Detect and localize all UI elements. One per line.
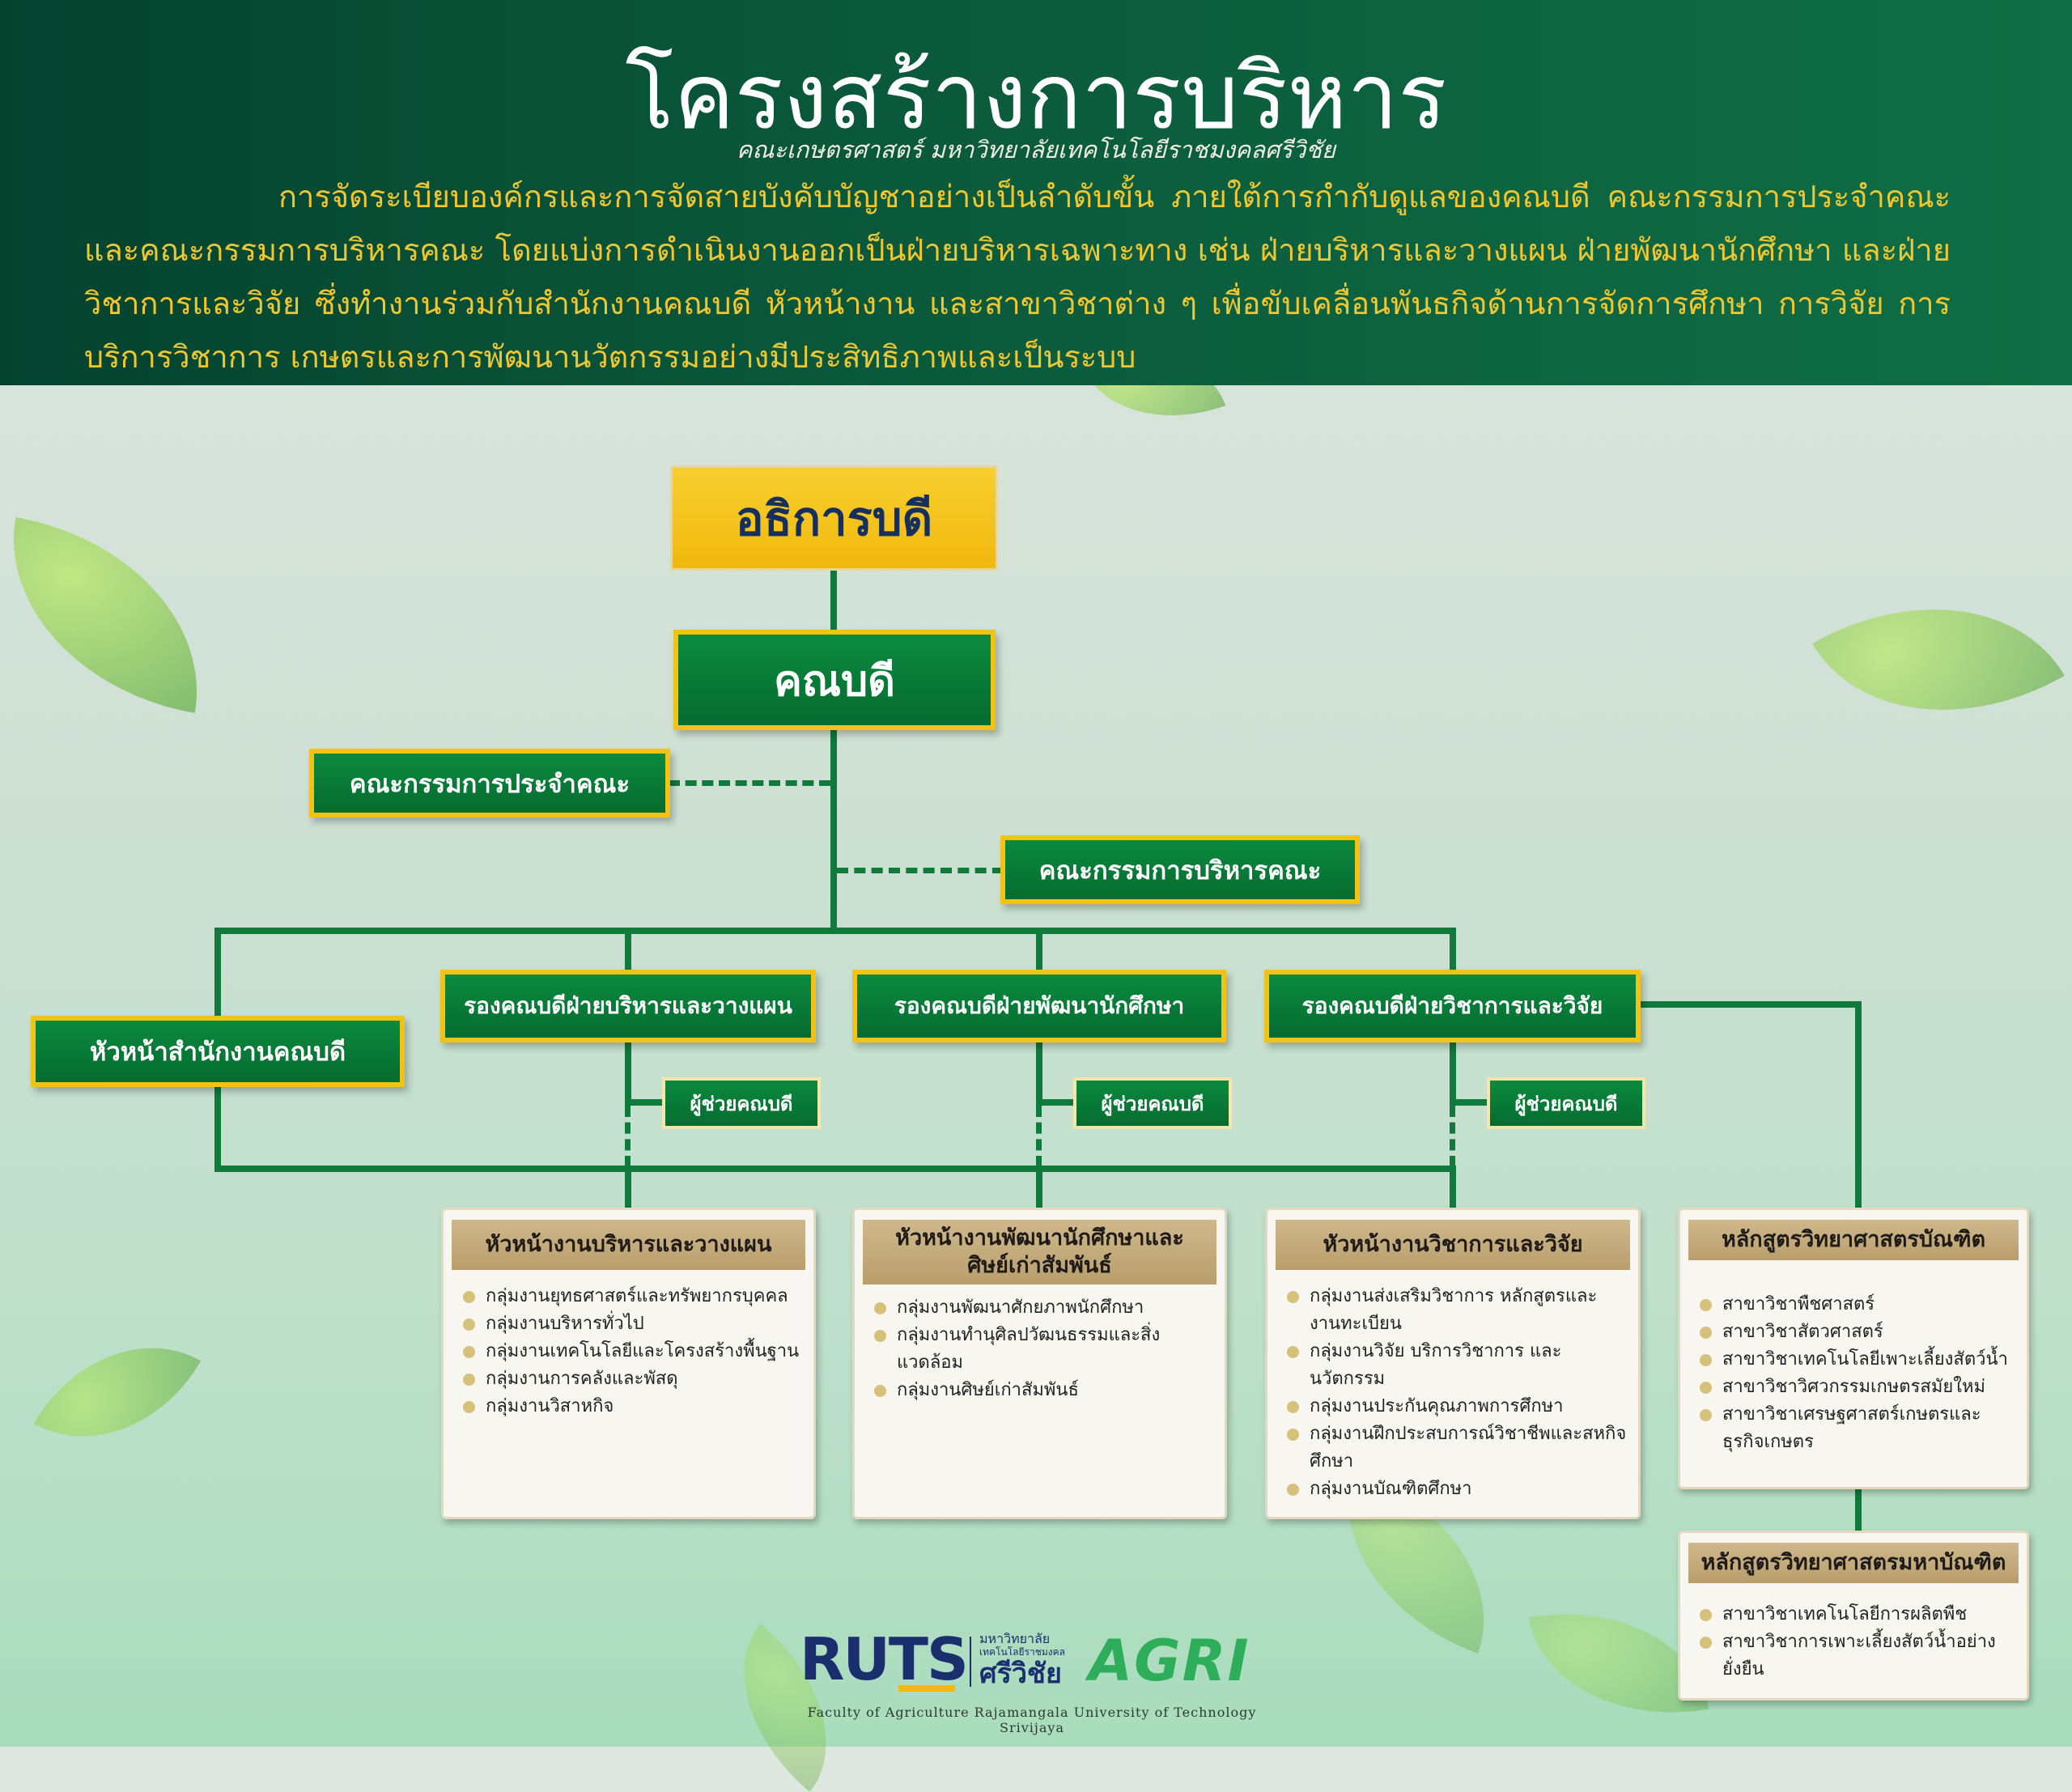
card-list: สาขาวิชาพืชศาสตร์ สาขาวิชาสัตวศาสตร์ สาข… [1698,1291,2015,1456]
connector-dashed [625,1106,631,1167]
list-item: กลุ่มงานพัฒนาศักยภาพนักศึกษา [873,1294,1213,1322]
list-item: กลุ่มงานยุทธศาสตร์และทรัพยากรบุคคล [461,1283,802,1310]
assistant-dean-box: ผู้ช่วยคณบดี [1487,1077,1645,1129]
card-admin-planning: หัวหน้างานบริหารและวางแผน กลุ่มงานยุทธศา… [441,1208,816,1519]
card-bachelor-program: หลักสูตรวิทยาศาสตรบัณฑิต สาขาวิชาพืชศาสต… [1678,1208,2029,1489]
vice-dean-admin-label: รองคณบดีฝ่ายบริหารและวางแผน [464,992,792,1019]
footer-caption: Faculty of Agriculture Rajamangala Unive… [807,1705,1257,1735]
list-item: กลุ่มงานส่งเสริมวิชาการ หลักสูตรและงานทะ… [1285,1283,1627,1338]
list-item: สาขาวิชาเทคโนโลยีเพาะเลี้ยงสัตว์น้ำ [1698,1346,2015,1374]
connector-dashed [1036,1106,1042,1167]
connector [214,928,1456,934]
assistant-dean-box: ผู้ช่วยคณบดี [1073,1077,1232,1129]
list-item: สาขาวิชาเทคโนโลยีการผลิตพืช [1698,1601,2015,1629]
connector-dashed [1450,1106,1455,1167]
vice-dean-admin-box: รองคณบดีฝ่ายบริหารและวางแผน [440,970,816,1043]
card-student-alumni: หัวหน้างานพัฒนานักศึกษาและศิษย์เก่าสัมพั… [852,1208,1227,1519]
connector [1855,1485,1862,1534]
connector [1639,1001,1862,1008]
president-box: อธิการบดี [670,465,998,571]
header-banner: โครงสร้างการบริหาร คณะเกษตรศาสตร์ มหาวิท… [0,0,2072,385]
agri-logo: AGRI [1089,1628,1250,1694]
card-title: หลักสูตรวิทยาศาสตรบัณฑิต [1688,1220,2019,1260]
card-list: สาขาวิชาเทคโนโลยีการผลิตพืช สาขาวิชาการเ… [1698,1601,2015,1684]
vice-dean-student-label: รองคณบดีฝ่ายพัฒนานักศึกษา [894,992,1185,1019]
list-item: กลุ่มงานทำนุศิลปวัฒนธรรมและสิ่งแวดล้อม [873,1322,1213,1377]
connector [1450,928,1456,971]
office-head-box: หัวหน้าสำนักงานคณบดี [31,1016,405,1087]
leaf-decoration [33,1304,202,1480]
executive-committee-box: คณะกรรมการบริหารคณะ [1000,835,1360,904]
list-item: สาขาวิชาวิศวกรรมเกษตรสมัยใหม่ [1698,1374,2015,1401]
card-list: กลุ่มงานยุทธศาสตร์และทรัพยากรบุคคล กลุ่ม… [461,1283,802,1420]
leaf-decoration [0,516,223,714]
list-item: กลุ่มงานบริหารทั่วไป [461,1310,802,1338]
assistant-dean-label: ผู้ช่วยคณบดี [1514,1092,1618,1115]
connector [830,728,837,931]
connector [625,1041,631,1106]
vice-dean-student-box: รองคณบดีฝ่ายพัฒนานักศึกษา [852,970,1226,1043]
dean-label: คณบดี [774,656,895,706]
president-label: อธิการบดี [735,490,933,546]
office-head-label: หัวหน้าสำนักงานคณบดี [89,1038,346,1067]
assistant-dean-label: ผู้ช่วยคณบดี [690,1092,793,1115]
connector [1039,1099,1076,1106]
logo-divider [970,1637,971,1687]
list-item: กลุ่มงานวิจัย บริการวิชาการ และนวัตกรรม [1285,1338,1627,1393]
connector [1036,1041,1042,1106]
list-item: กลุ่มงานเทคโนโลยีและโครงสร้างพื้นฐาน [461,1338,802,1365]
connector [628,1099,664,1106]
connector [214,1166,1456,1172]
connector [1036,928,1042,971]
card-academic-research: หัวหน้างานวิชาการและวิจัย กลุ่มงานส่งเสร… [1265,1208,1641,1519]
connector [625,928,631,971]
university-name-logo: มหาวิทยาลัย เทคโนโลยีราชมงคล ศรีวิชัย [979,1631,1065,1691]
connector-dashed [837,868,1004,873]
dean-box: คณบดี [673,630,996,730]
page-title: โครงสร้างการบริหาร [625,45,1447,150]
vice-dean-academic-box: รองคณบดีฝ่ายวิชาการและวิจัย [1264,970,1641,1043]
card-title: หัวหน้างานพัฒนานักศึกษาและศิษย์เก่าสัมพั… [863,1220,1216,1285]
connector-dashed [669,780,830,786]
list-item: กลุ่มงานบัณฑิตศึกษา [1285,1476,1627,1503]
leaf-decoration [1812,542,2065,777]
executive-committee-label: คณะกรรมการบริหารคณะ [1038,856,1322,885]
list-item: กลุ่มงานศิษย์เก่าสัมพันธ์ [873,1377,1213,1404]
list-item: สาขาวิชาสัตวศาสตร์ [1698,1319,2015,1346]
card-list: กลุ่มงานพัฒนาศักยภาพนักศึกษา กลุ่มงานทำน… [873,1294,1213,1404]
ruts-logo: RUTS [800,1625,969,1693]
page-description: การจัดระเบียบองค์กรและการจัดสายบังคับบัญ… [84,179,1951,375]
faculty-committee-label: คณะกรรมการประจำคณะ [349,769,631,799]
list-item: กลุ่มงานการคลังและพัสดุ [461,1365,802,1393]
card-title: หลักสูตรวิทยาศาสตรมหาบัณฑิต [1688,1543,2019,1583]
list-item: สาขาวิชาเศรษฐศาสตร์เกษตรและธุรกิจเกษตร [1698,1401,2015,1456]
connector [830,567,837,635]
list-item: สาขาวิชาการเพาะเลี้ยงสัตว์น้ำอย่างยั่งยื… [1698,1629,2015,1684]
card-title: หัวหน้างานบริหารและวางแผน [452,1220,805,1270]
connector [1450,1041,1456,1106]
page-subtitle: คณะเกษตรศาสตร์ มหาวิทยาลัยเทคโนโลยีราชมง… [737,136,1335,163]
card-list: กลุ่มงานส่งเสริมวิชาการ หลักสูตรและงานทะ… [1285,1283,1627,1503]
card-master-program: หลักสูตรวิทยาศาสตรมหาบัณฑิต สาขาวิชาเทคโ… [1678,1531,2029,1701]
list-item: กลุ่มงานฝึกประสบการณ์วิชาชีพและสหกิจศึกษ… [1285,1420,1627,1476]
list-item: กลุ่มงานวิสาหกิจ [461,1393,802,1420]
assistant-dean-box: ผู้ช่วยคณบดี [662,1077,821,1129]
vice-dean-academic-label: รองคณบดีฝ่ายวิชาการและวิจัย [1301,992,1603,1019]
connector [625,1166,631,1210]
assistant-dean-label: ผู้ช่วยคณบดี [1101,1092,1204,1115]
connector [1450,1166,1456,1210]
list-item: กลุ่มงานประกันคุณภาพการศึกษา [1285,1393,1627,1420]
ruts-gold-bar [898,1685,955,1692]
faculty-committee-box: คณะกรรมการประจำคณะ [309,749,670,817]
list-item: สาขาวิชาพืชศาสตร์ [1698,1291,2015,1319]
card-title: หัวหน้างานวิชาการและวิจัย [1276,1220,1630,1270]
connector [1036,1166,1042,1210]
connector [1453,1099,1489,1106]
connector [1855,1001,1862,1210]
